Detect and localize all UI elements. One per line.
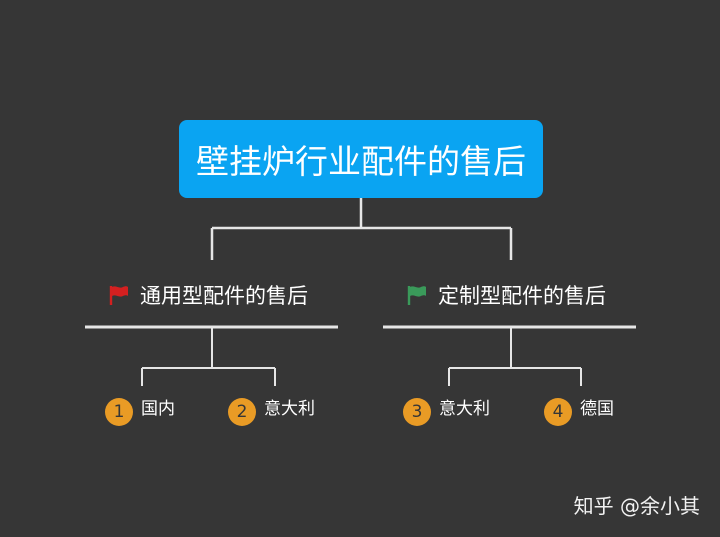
leaf-node-domestic[interactable]: 1 国内 [105,390,175,426]
number-badge: 2 [228,398,256,426]
leaf-label: 德国 [580,398,614,419]
root-node[interactable]: 壁挂炉行业配件的售后 [179,120,543,198]
leaf-label: 意大利 [439,398,490,419]
leaf-node-italy-custom[interactable]: 3 意大利 [403,390,490,426]
red-flag-icon [109,286,128,305]
number-badge: 1 [105,398,133,426]
root-title: 壁挂炉行业配件的售后 [196,142,526,181]
leaf-node-germany[interactable]: 4 德国 [544,390,614,426]
number-badge: 4 [544,398,572,426]
branch-node-custom[interactable]: 定制型配件的售后 [406,280,606,310]
number-badge: 3 [403,398,431,426]
branch-label: 通用型配件的售后 [140,284,308,308]
leaf-label: 意大利 [264,398,315,419]
leaf-label: 国内 [141,398,175,419]
watermark: 知乎 @余小其 [573,494,700,518]
branch-node-generic[interactable]: 通用型配件的售后 [108,280,308,310]
branch-label: 定制型配件的售后 [438,284,606,308]
green-flag-icon [407,286,426,305]
leaf-node-italy[interactable]: 2 意大利 [228,390,315,426]
